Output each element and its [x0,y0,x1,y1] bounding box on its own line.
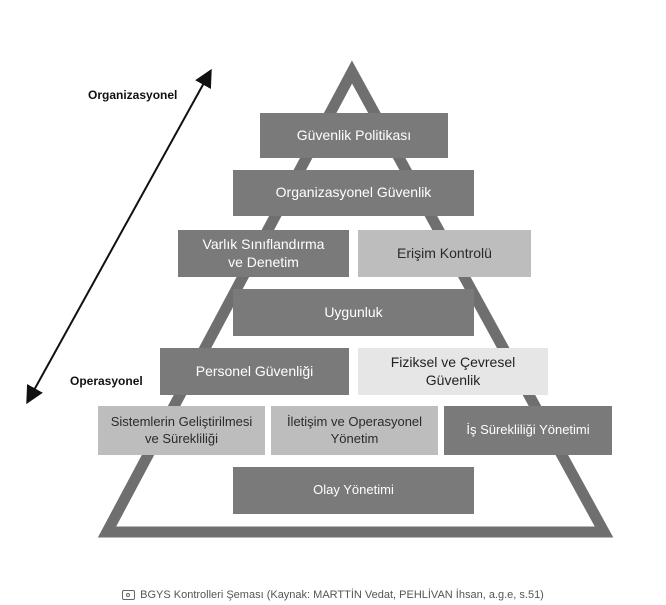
box-fiziksel-cevresel: Fiziksel ve Çevresel Güvenlik [358,348,548,395]
box-is-surekliligi: İş Sürekliliği Yönetimi [444,406,612,455]
box-sistem-gelistirme: Sistemlerin Geliştirilmesi ve Sürekliliğ… [98,406,265,455]
pyramid-outline [97,60,614,538]
level-label-organizasyonel: Organizasyonel [88,88,178,102]
hierarchy-arrow [26,68,212,405]
box-erisim-kontrolu: Erişim Kontrolü [358,230,531,277]
figure-caption-text: BGYS Kontrolleri Şeması (Kaynak: MARTTİN… [140,589,544,601]
figure-caption: BGYS Kontrolleri Şeması (Kaynak: MARTTİN… [0,589,666,601]
box-varlik-siniflandirma: Varlık Sınıflandırma ve Denetim [178,230,349,277]
box-personel-guvenligi: Personel Güvenliği [160,348,349,395]
box-uygunluk: Uygunluk [233,289,474,336]
box-olay-yonetimi: Olay Yönetimi [233,467,474,514]
box-guvenlik-politikasi: Güvenlik Politikası [260,113,448,158]
box-organizasyonel-guvenlik: Organizasyonel Güvenlik [233,170,474,216]
box-iletisim-operasyonel: İletişim ve Operasyonel Yönetim [271,406,438,455]
image-icon [122,590,136,600]
level-label-operasyonel: Operasyonel [70,374,143,388]
